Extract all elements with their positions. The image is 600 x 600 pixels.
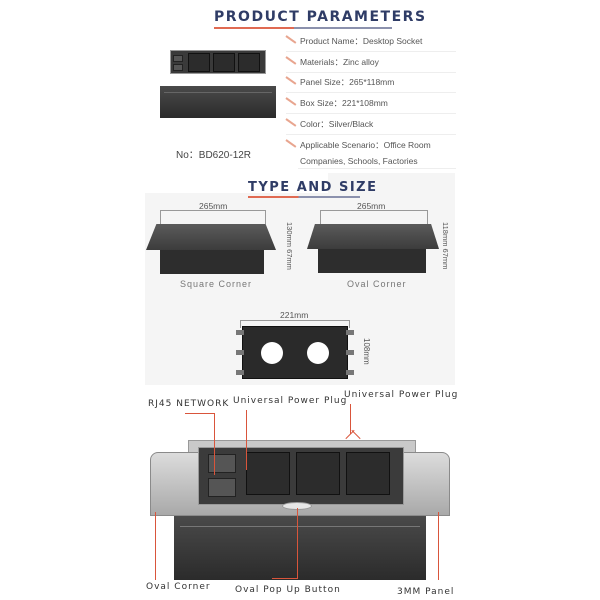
callout-oval-corner: Oval Corner [146,582,211,592]
callout-rj45-network: RJ45 NETWORK [148,399,230,409]
box-width-label: 221mm [280,310,309,320]
param-scenario-continued: Companies, Schools, Factories [300,156,418,166]
bullet-icon [285,97,297,106]
square-corner-label: Square Corner [180,279,253,289]
oval-side-label: 118mm 67mm [441,222,450,270]
oval-corner-label: Oval Corner [347,279,407,289]
callout-3mm-panel: 3MM Panel [397,587,455,597]
param-materials: Materials：Zinc alloy [285,53,456,73]
power-outlet [238,53,260,72]
bullet-icon [285,76,297,85]
cable-hole [307,342,329,364]
oval-corner-box [318,249,426,273]
power-outlet [346,452,390,495]
mounting-box-frame [242,326,348,379]
bullet-icon [285,35,297,44]
oval-width-label: 265mm [357,201,386,211]
param-color: Color：Silver/Black [285,115,456,135]
power-outlet [246,452,290,495]
square-corner-lid [146,224,276,250]
square-side-label: 130mm 67mm [285,222,294,270]
rj45-port [208,454,236,473]
rj45-port [173,64,183,71]
cable-hole [261,342,283,364]
type-and-size-title: TYPE AND SIZE [248,180,378,195]
square-corner-box [160,250,264,274]
dimension-line [240,320,350,328]
product-main-image [150,440,450,580]
param-box-size: Box Size：221*108mm [285,94,456,114]
divider [298,168,456,169]
square-width-label: 265mm [199,201,228,211]
callout-oval-pop-up-button: Oval Pop Up Button [235,585,341,595]
title-underline [214,27,392,29]
power-outlet [188,53,210,72]
box-height-label: 108mm [362,338,371,365]
dimension-line [320,210,428,224]
product-parameters-title: PRODUCT PARAMETERS [214,9,427,25]
rj45-port [208,478,236,497]
oval-corner-lid [307,224,439,249]
model-number: No：BD620-12R [176,150,252,161]
param-panel-size: Panel Size：265*118mm [285,73,456,93]
product-thumbnail [148,50,288,120]
bullet-icon [285,139,297,148]
callout-universal-power-plug-1: Universal Power Plug [233,396,348,406]
size-panel-bg [328,173,455,195]
rj45-port [173,55,183,62]
bullet-icon [285,56,297,65]
power-outlet [213,53,235,72]
bullet-icon [285,118,297,127]
param-applicable-scenario: Applicable Scenario：Office Room [285,136,456,156]
title-underline [248,196,360,198]
power-outlet [296,452,340,495]
dimension-line [160,210,266,224]
callout-universal-power-plug-2: Universal Power Plug [344,390,459,400]
param-product-name: Product Name：Desktop Socket [285,32,456,52]
